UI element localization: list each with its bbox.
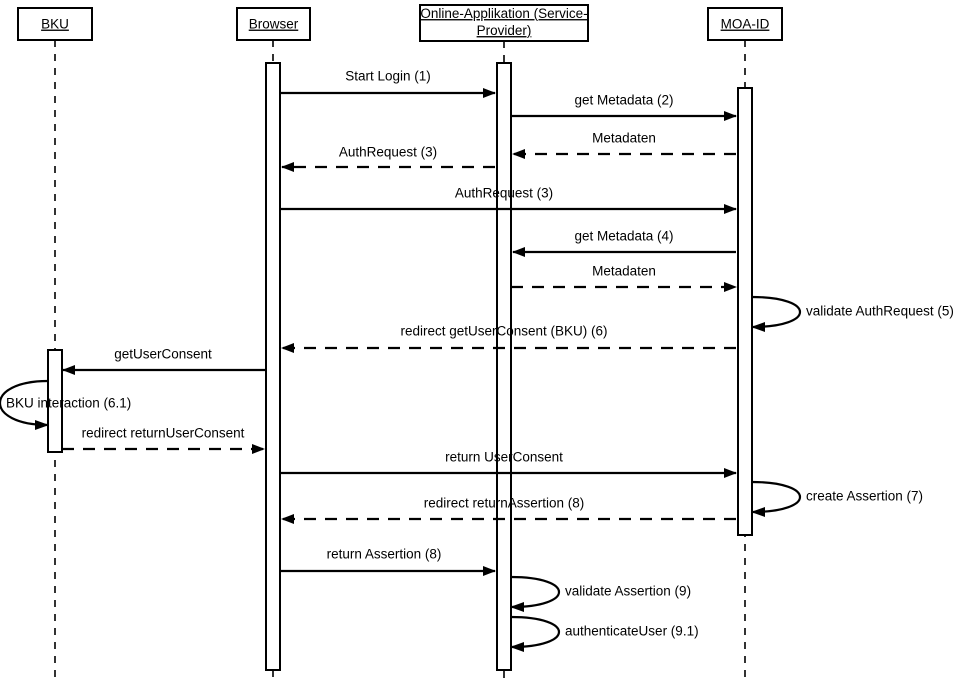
message-label-m5: AuthRequest (3) <box>455 186 553 201</box>
message-label-m1: Start Login (1) <box>345 69 431 84</box>
self-message-loop-s3 <box>751 480 801 517</box>
self-message-loop-s4 <box>510 575 560 612</box>
message-label-m13: return Assertion (8) <box>327 547 442 562</box>
lifeline-header-boxes-group <box>17 4 783 42</box>
self-message-loop-s1 <box>751 295 801 332</box>
self-message-label-s3: create Assertion (7) <box>806 489 923 504</box>
self-message-loop-s2 <box>0 379 49 430</box>
lifeline-title-bku: BKU <box>41 17 69 32</box>
activation-bar-oa <box>496 62 512 671</box>
self-message-loop-s5 <box>510 615 560 652</box>
message-arrows-group <box>62 88 737 576</box>
lifeline-title-moaid: MOA-ID <box>721 17 770 32</box>
message-label-m3: Metadaten <box>592 131 656 146</box>
message-label-m9: getUserConsent <box>114 347 212 362</box>
message-label-m11: return UserConsent <box>445 450 563 465</box>
message-label-m6: get Metadata (4) <box>574 229 673 244</box>
activation-bar-moaid <box>737 87 753 536</box>
message-label-m7: Metadaten <box>592 264 656 279</box>
lifeline-title-oa: Online-Applikation (Service- <box>420 6 587 21</box>
self-message-label-s5: authenticateUser (9.1) <box>565 624 699 639</box>
lifeline-header-oa[interactable] <box>419 4 589 42</box>
text-labels-group: BKU Browser Online-Applikation (Service- Pr… <box>6 6 954 639</box>
activation-bar-browser <box>265 62 281 671</box>
lifeline-header-moaid[interactable] <box>707 7 783 41</box>
lifeline-header-bku[interactable] <box>17 7 93 41</box>
self-message-label-s1: validate AuthRequest (5) <box>806 304 954 319</box>
self-message-label-s4: validate Assertion (9) <box>565 584 691 599</box>
self-message-loops-group <box>0 295 801 652</box>
activation-bar-bku <box>47 349 63 453</box>
message-label-m10: redirect returnUserConsent <box>82 426 245 441</box>
message-label-m8: redirect getUserConsent (BKU) (6) <box>400 324 607 339</box>
lifeline-header-browser[interactable] <box>236 7 311 41</box>
message-label-m12: redirect returnAssertion (8) <box>424 496 585 511</box>
self-message-label-s2: BKU interaction (6.1) <box>6 396 131 411</box>
message-label-m4: AuthRequest (3) <box>339 145 437 160</box>
message-label-m2: get Metadata (2) <box>574 93 673 108</box>
lifeline-title-oa: Provider) <box>477 23 532 38</box>
lifeline-title-browser: Browser <box>249 17 299 32</box>
